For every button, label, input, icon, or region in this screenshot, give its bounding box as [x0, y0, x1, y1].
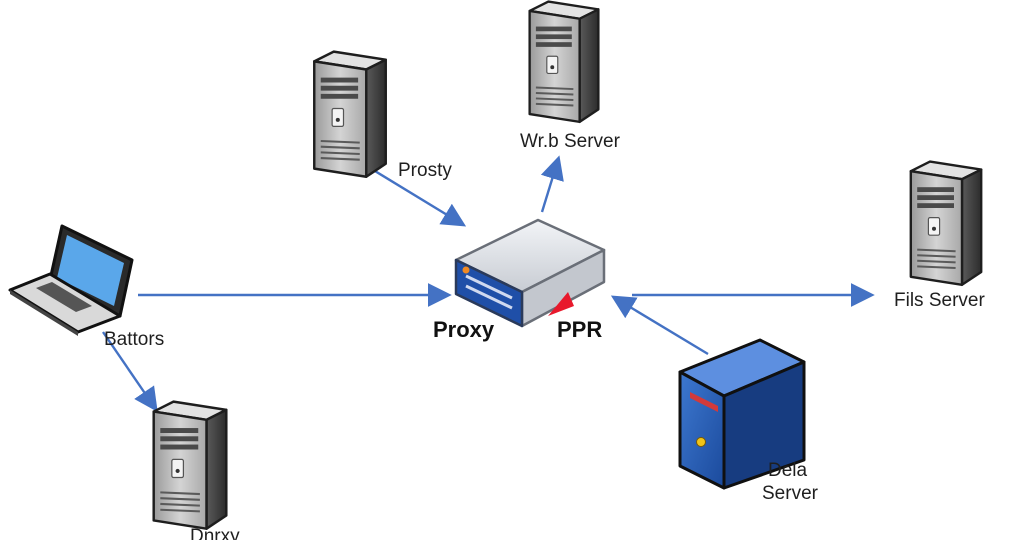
label-data-server-line1: Dela: [768, 460, 808, 481]
proxy-server-top-icon: [312, 50, 388, 179]
data-server-icon: [678, 338, 806, 490]
connector-group: [102, 155, 875, 412]
arrow-proxy-to-hub: [369, 166, 467, 227]
arrow-hub-to-web-server: [540, 155, 564, 213]
label-data-server-line2: Server: [762, 483, 818, 504]
proxy-server-bottom-icon: [152, 400, 228, 531]
label-proxy-top: Prosty: [398, 160, 452, 181]
web-server-icon: [528, 0, 600, 124]
arrow-laptop-to-proxy-bottom: [102, 331, 158, 412]
file-server-icon: [909, 160, 983, 287]
label-laptop: Battors: [104, 329, 165, 350]
label-file-server: Fils Server: [894, 290, 985, 311]
laptop-icon: [8, 224, 134, 336]
arrow-data-server-to-hub: [610, 295, 709, 356]
label-web-server: Wr.b Server: [520, 131, 620, 152]
red-warning-icon: [548, 292, 574, 316]
label-hub-proxy: Proxy: [433, 317, 495, 342]
proxy-appliance-icon: [454, 218, 606, 328]
label-hub-ppr: PPR: [557, 317, 603, 342]
label-proxy-bottom: Dnrxy: [190, 526, 240, 540]
